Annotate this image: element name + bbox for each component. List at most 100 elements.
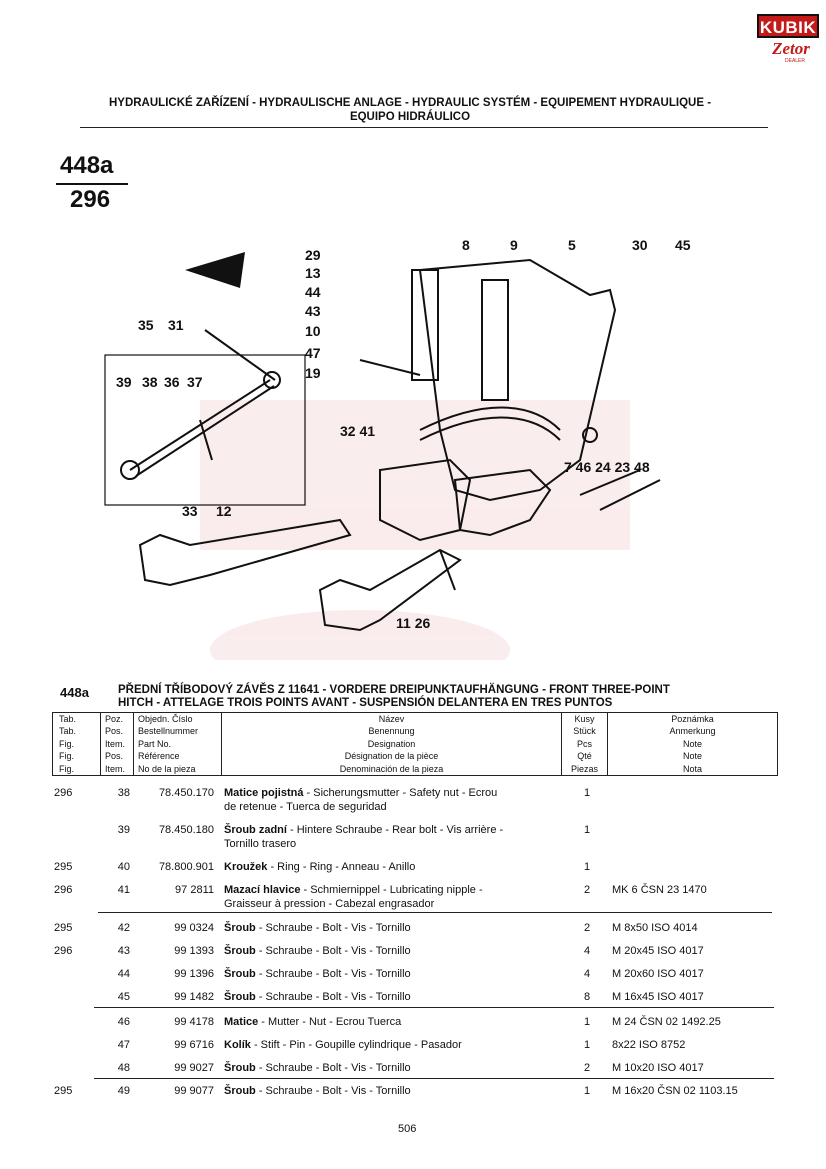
row-name-cs: Šroub — [224, 922, 256, 934]
callout-35: 35 — [138, 317, 154, 333]
row-name: Kroužek - Ring - Ring - Anneau - Anillo — [224, 860, 564, 874]
header-note-line: Nota — [682, 763, 702, 774]
row-name: Šroub - Schraube - Bolt - Vis - Tornillo — [224, 990, 564, 1004]
row-pos: 41 — [117, 884, 130, 896]
row-order-number: 78.800.901 — [158, 861, 214, 873]
row-pos: 45 — [117, 991, 130, 1003]
row-order-number: 99 6716 — [174, 1039, 214, 1051]
row-note: MK 6 ČSN 23 1470 — [612, 884, 707, 896]
top-link-detail-frame — [104, 354, 306, 506]
row-name-line-2: Tornillo trasero — [224, 838, 297, 850]
figure-number-bottom: 296 — [70, 186, 111, 213]
header-qty-line: Piezas — [570, 763, 598, 774]
row-name-translations: - Hintere Schraube - Rear bolt - Vis arr… — [286, 824, 504, 836]
header-name: Název Benennung Designation Désignation … — [222, 713, 562, 775]
row-order-number: 99 4178 — [174, 1016, 214, 1028]
row-name: Mazací hlavice - Schmiernippel - Lubrica… — [224, 883, 564, 911]
callout-13: 13 — [305, 265, 321, 281]
row-tab: 295 — [54, 1085, 73, 1097]
row-qty: 8 — [583, 991, 591, 1003]
row-name: Šroub - Schraube - Bolt - Vis - Tornillo — [224, 1061, 564, 1075]
callout-30: 30 — [632, 237, 648, 253]
row-group-divider — [94, 1078, 774, 1079]
row-name-cs: Matice — [224, 1016, 259, 1028]
header-order-line: No de la pieza — [138, 763, 196, 774]
row-pos: 47 — [117, 1039, 130, 1051]
row-name-translations: - Schraube - Bolt - Vis - Tornillo — [255, 991, 411, 1003]
header-order-line: Objedn. Číslo — [138, 714, 193, 724]
callout-11-26: 11 26 — [396, 615, 430, 631]
callout-32-41: 32 41 — [340, 423, 375, 439]
header-note-line: Poznámka — [671, 714, 714, 724]
row-name: Šroub - Schraube - Bolt - Vis - Tornillo — [224, 921, 564, 935]
row-qty: 1 — [583, 1085, 591, 1097]
row-name-translations: - Ring - Ring - Anneau - Anillo — [267, 861, 416, 873]
header-order-line: Part No. — [138, 738, 172, 749]
page-header-title: HYDRAULICKÉ ZAŘÍZENÍ - HYDRAULISCHE ANLA… — [60, 96, 760, 124]
row-name-cs: Šroub zadní — [224, 824, 287, 836]
row-qty: 2 — [583, 922, 591, 934]
row-tab: 296 — [54, 945, 73, 957]
row-note: M 16x20 ČSN 02 1103.15 — [612, 1085, 738, 1097]
callout-38: 38 — [142, 374, 158, 390]
row-order-number: 99 9077 — [174, 1085, 214, 1097]
parts-table-header: Tab. Tab. Fig. Fig. Fig. Poz. Pos. Item.… — [52, 712, 778, 776]
lower-hitch-arms — [138, 518, 462, 632]
row-order-number: 78.450.170 — [158, 787, 214, 799]
exploded-parts-drawing: 29 8 9 5 30 45 13 44 43 10 47 19 35 31 3… — [104, 237, 691, 660]
row-name-cs: Šroub — [224, 945, 256, 957]
row-note: 8x22 ISO 8752 — [612, 1039, 686, 1051]
row-name: Matice - Mutter - Nut - Ecrou Tuerca — [224, 1015, 564, 1029]
row-qty: 1 — [583, 1039, 591, 1051]
header-qty: Kusy Stück Pcs Qté Piezas — [562, 713, 608, 775]
header-pos-line: Poz. — [105, 714, 124, 724]
row-pos: 44 — [117, 968, 130, 980]
header-note-line: Note — [682, 751, 702, 762]
row-order-number: 99 9027 — [174, 1062, 214, 1074]
header-order-line: Référence — [138, 751, 180, 762]
row-name-cs: Kolík — [224, 1039, 251, 1051]
header-note: Poznámka Anmerkung Note Note Nota — [608, 713, 777, 775]
row-qty: 1 — [583, 1016, 591, 1028]
row-qty: 1 — [583, 787, 591, 799]
row-note: M 10x20 ISO 4017 — [612, 1062, 704, 1074]
figure-number-top: 448a — [60, 152, 114, 179]
row-qty: 4 — [583, 945, 591, 957]
row-tab: 295 — [54, 861, 73, 873]
row-name: Matice pojistná - Sicherungsmutter - Saf… — [224, 786, 564, 814]
row-pos: 38 — [117, 787, 130, 799]
row-qty: 2 — [583, 1062, 591, 1074]
callout-12: 12 — [216, 503, 232, 519]
callout-31: 31 — [168, 317, 184, 333]
row-name-cs: Šroub — [224, 991, 256, 1003]
row-tab: 295 — [54, 922, 73, 934]
row-name-translations: - Schmiernippel - Lubricating nipple - — [300, 884, 483, 896]
figure-number-divider — [56, 183, 128, 185]
row-order-number: 99 1396 — [174, 968, 214, 980]
row-name: Šroub zadní - Hintere Schraube - Rear bo… — [224, 823, 564, 851]
header-pos: Poz. Pos. Item. Pos. Item. — [101, 713, 134, 775]
logo-subbrand: Zetor — [772, 39, 810, 58]
row-note: M 16x45 ISO 4017 — [612, 991, 704, 1003]
header-title-line-1: HYDRAULICKÉ ZAŘÍZENÍ - HYDRAULISCHE ANLA… — [108, 97, 712, 109]
callout-45: 45 — [675, 237, 691, 253]
callout-29: 29 — [305, 247, 321, 263]
callout-33: 33 — [182, 503, 198, 519]
row-name-cs: Šroub — [224, 1062, 256, 1074]
row-name-translations: - Mutter - Nut - Ecrou Tuerca — [258, 1016, 402, 1028]
callout-10: 10 — [305, 323, 321, 339]
row-note: M 8x50 ISO 4014 — [612, 922, 698, 934]
row-name: Kolík - Stift - Pin - Goupille cylindriq… — [224, 1038, 564, 1052]
callout-39: 39 — [116, 374, 132, 390]
header-qty-line: Kusy — [574, 714, 595, 724]
header-qty-line: Qté — [577, 751, 592, 762]
row-order-number: 97 2811 — [175, 884, 214, 896]
header-pos-line: Item. — [105, 763, 126, 774]
row-name-cs: Šroub — [224, 968, 256, 980]
callout-37: 37 — [187, 374, 203, 390]
row-name: Šroub - Schraube - Bolt - Vis - Tornillo — [224, 944, 564, 958]
callout-5: 5 — [568, 237, 576, 253]
row-qty: 1 — [583, 824, 591, 836]
row-group-divider — [94, 1007, 774, 1008]
row-name-translations: - Schraube - Bolt - Vis - Tornillo — [255, 968, 411, 980]
